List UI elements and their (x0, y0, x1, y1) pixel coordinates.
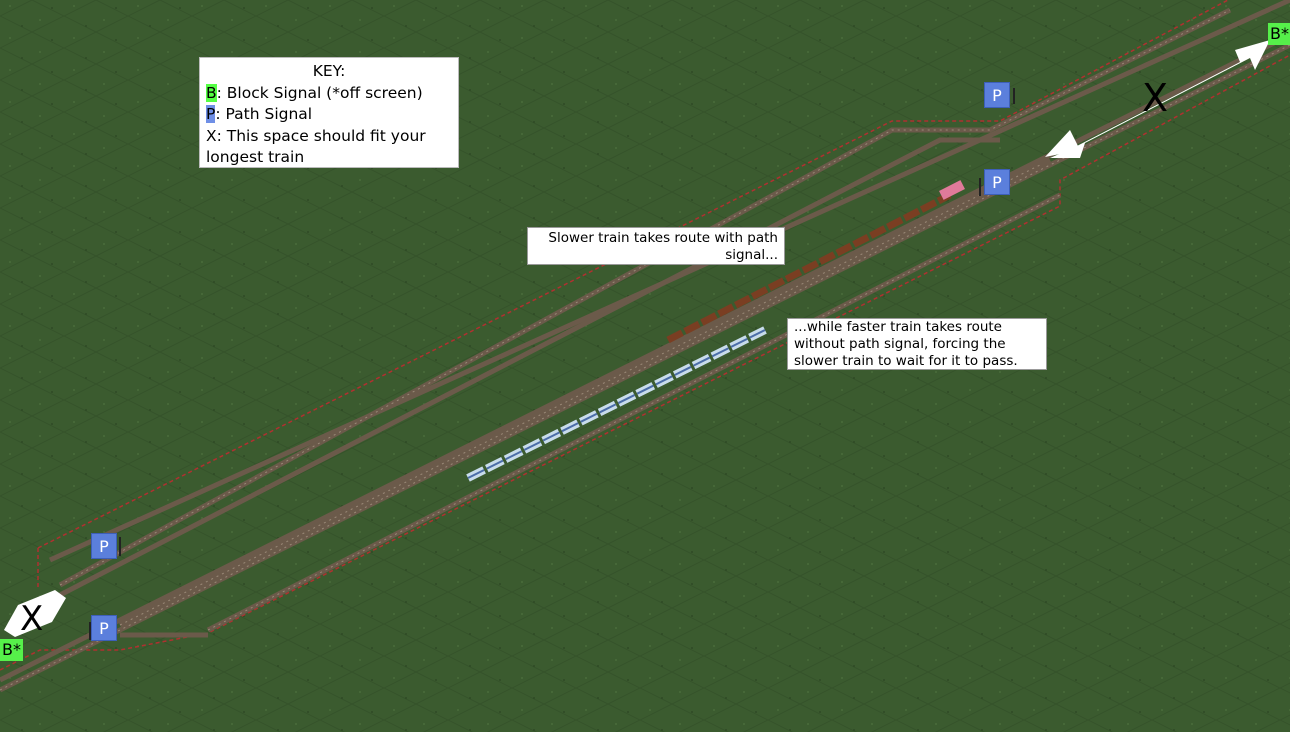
faster-train[interactable] (466, 326, 767, 482)
gap-marker-top: X (1142, 76, 1168, 120)
path-signal-text: : Path Signal (215, 105, 313, 123)
block-signal-bottom-left[interactable]: B* (0, 639, 23, 661)
path-signal-top-right[interactable]: P (984, 82, 1010, 108)
slower-train[interactable] (666, 180, 965, 344)
key-row-x-line2: longest train (206, 148, 305, 166)
train-length-arrow-top (1045, 40, 1270, 158)
faster-train-label-line3: slower train to wait for it to pass. (794, 353, 1018, 369)
path-signal-bottom-left[interactable]: P (91, 615, 117, 641)
key-row-block-signal: B: Block Signal (*off screen) (206, 83, 452, 105)
key-title: KEY: (312, 62, 346, 80)
gap-marker-bottom: X (20, 599, 43, 639)
slower-train-label-line2: signal... (725, 247, 778, 263)
path-signal-swatch: P (206, 105, 216, 123)
faster-train-label: ...while faster train takes route withou… (787, 318, 1047, 370)
path-signal-mid-right[interactable]: P (984, 169, 1010, 195)
signal-posts (89, 88, 1015, 640)
key-legend: KEY: B: Block Signal (*off screen) P: Pa… (199, 57, 459, 168)
train-length-arrow-bottom (4, 590, 66, 637)
fence-lines (0, 0, 1290, 671)
faster-train-label-line1: ...while faster train takes route (794, 319, 1002, 335)
block-signal-text: : Block Signal (*off screen) (216, 83, 423, 102)
key-row-path-signal: P: Path Signal (206, 104, 452, 126)
block-signal-top-right[interactable]: B* (1268, 23, 1290, 45)
block-signal-swatch: B (206, 83, 217, 102)
slower-train-label-line1: Slower train takes route with path (548, 230, 778, 246)
slower-train-label: Slower train takes route with path signa… (527, 227, 785, 265)
key-row-x-line1: X: This space should fit your (206, 126, 426, 145)
faster-train-label-line2: without path signal, forcing the (794, 336, 1006, 352)
path-signal-top-left[interactable]: P (91, 533, 117, 559)
